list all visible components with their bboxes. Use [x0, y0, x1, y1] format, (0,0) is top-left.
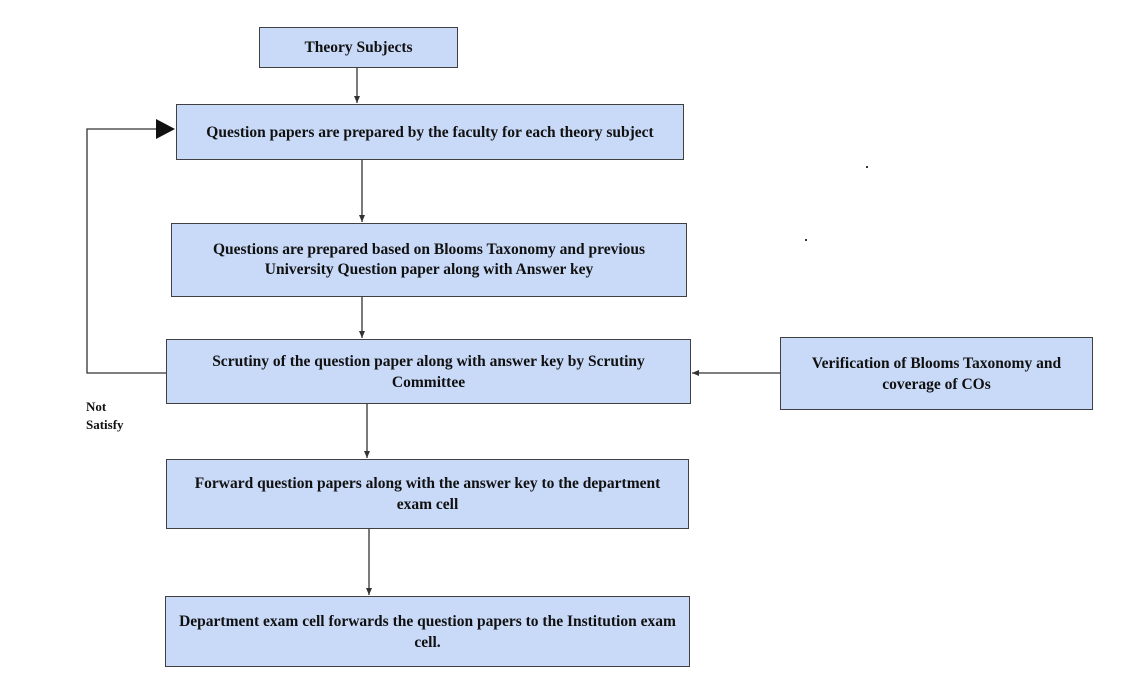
node-scrutiny-committee-label: Scrutiny of the question paper along wit…: [212, 352, 645, 391]
node-prepare-question-papers: Question papers are prepared by the facu…: [176, 104, 684, 160]
node-blooms-taxonomy-questions: Questions are prepared based on Blooms T…: [171, 223, 687, 297]
node-scrutiny-committee: Scrutiny of the question paper along wit…: [166, 339, 691, 404]
node-department-exam-cell: Department exam cell forwards the questi…: [165, 596, 690, 667]
node-forward-to-department: Forward question papers along with the a…: [166, 459, 689, 529]
node-forward-to-department-label: Forward question papers along with the a…: [194, 475, 661, 513]
node-theory-subjects-label: Theory Subjects: [304, 39, 413, 56]
stray-dot: [866, 166, 868, 168]
not-satisfy-label-line2: Satisfy: [86, 417, 124, 432]
node-prepare-question-papers-label: Question papers are prepared by the facu…: [206, 123, 654, 141]
node-verification-blooms-cos-label: Verification of Blooms Taxonomy and cove…: [811, 354, 1062, 393]
node-blooms-taxonomy-questions-label: Questions are prepared based on Blooms T…: [212, 241, 646, 278]
not-satisfy-label: Not Satisfy: [86, 398, 156, 434]
loop-arrowhead: [156, 119, 175, 139]
node-department-exam-cell-label: Department exam cell forwards the questi…: [179, 612, 676, 651]
node-verification-blooms-cos: Verification of Blooms Taxonomy and cove…: [780, 337, 1093, 410]
stray-dot: [805, 239, 807, 241]
loop-not-satisfy-line: [86, 128, 166, 374]
not-satisfy-label-line1: Not: [86, 399, 107, 414]
node-theory-subjects: Theory Subjects: [259, 27, 458, 68]
